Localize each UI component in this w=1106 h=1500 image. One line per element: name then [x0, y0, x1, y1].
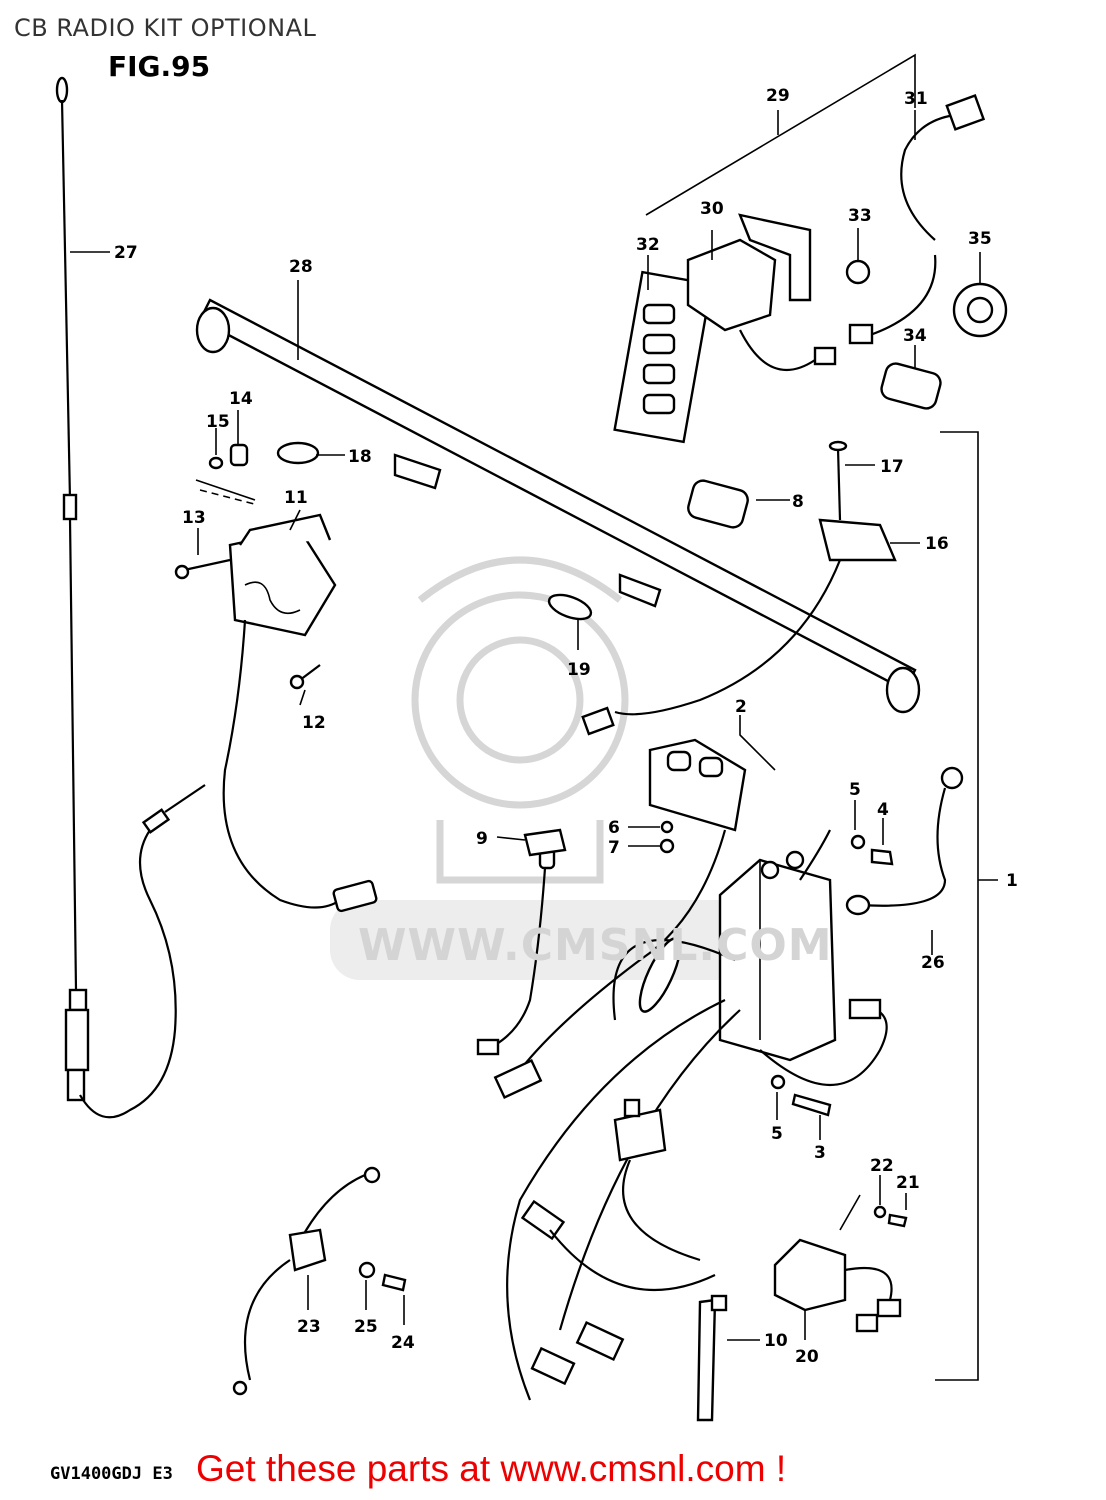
- label-part-7: 7: [608, 838, 620, 858]
- label-part-21: 21: [896, 1173, 920, 1193]
- label-part-23: 23: [297, 1317, 321, 1337]
- label-part-25: 25: [354, 1317, 378, 1337]
- label-part-20: 20: [795, 1347, 819, 1367]
- label-part-32: 32: [636, 235, 660, 255]
- label-part-26: 26: [921, 953, 945, 973]
- label-part-12: 12: [302, 713, 326, 733]
- antenna: [55, 76, 206, 1119]
- label-part-18: 18: [348, 447, 372, 467]
- label-part-24: 24: [391, 1333, 415, 1353]
- figure-number: FIG.95: [108, 50, 211, 83]
- label-part-16: 16: [925, 534, 949, 554]
- label-part-10: 10: [764, 1331, 788, 1351]
- label-part-9: 9: [476, 829, 488, 849]
- label-part-6: 6: [608, 818, 620, 838]
- label-part-11: 11: [284, 488, 308, 508]
- small-parts: [195, 441, 749, 621]
- label-part-34: 34: [903, 326, 927, 346]
- ground-wire: [845, 766, 964, 916]
- speaker-unit: [174, 513, 378, 913]
- part-23: [232, 1166, 407, 1396]
- label-part-1: 1: [1006, 871, 1018, 891]
- cb-radio-group: [613, 94, 1008, 444]
- page-title: CB RADIO KIT OPTIONAL: [14, 14, 317, 42]
- label-part-19: 19: [567, 660, 591, 680]
- label-part-30: 30: [700, 199, 724, 219]
- label-part-4: 4: [877, 800, 889, 820]
- label-part-13: 13: [182, 508, 206, 528]
- module-20: [773, 1205, 908, 1333]
- label-part-28: 28: [289, 257, 313, 277]
- shop-link[interactable]: Get these parts at www.cmsnl.com !: [196, 1448, 787, 1489]
- switch-16: [581, 440, 897, 736]
- mounting-bar: [195, 298, 921, 714]
- label-part-8: 8: [792, 492, 804, 512]
- label-part-3: 3: [814, 1143, 826, 1163]
- label-part-22: 22: [870, 1156, 894, 1176]
- label-part-33: 33: [848, 206, 872, 226]
- label-part-15: 15: [206, 412, 230, 432]
- label-part-5: 5: [771, 1124, 783, 1144]
- label-part-14: 14: [229, 389, 253, 409]
- label-part-31: 31: [904, 89, 928, 109]
- label-part-29: 29: [766, 86, 790, 106]
- label-part-35: 35: [968, 229, 992, 249]
- control-box: [493, 738, 747, 1100]
- part-10: [696, 1294, 728, 1422]
- watermark-text: WWW.CMSNL.COM: [358, 920, 833, 971]
- label-part-2: 2: [735, 697, 747, 717]
- label-part-17: 17: [880, 457, 904, 477]
- main-unit: [506, 829, 888, 1401]
- label-part-5: 5: [849, 780, 861, 800]
- model-code: GV1400GDJ E3: [50, 1464, 173, 1484]
- switch-9: [476, 828, 567, 1056]
- label-part-27: 27: [114, 243, 138, 263]
- screws: [659, 820, 894, 1117]
